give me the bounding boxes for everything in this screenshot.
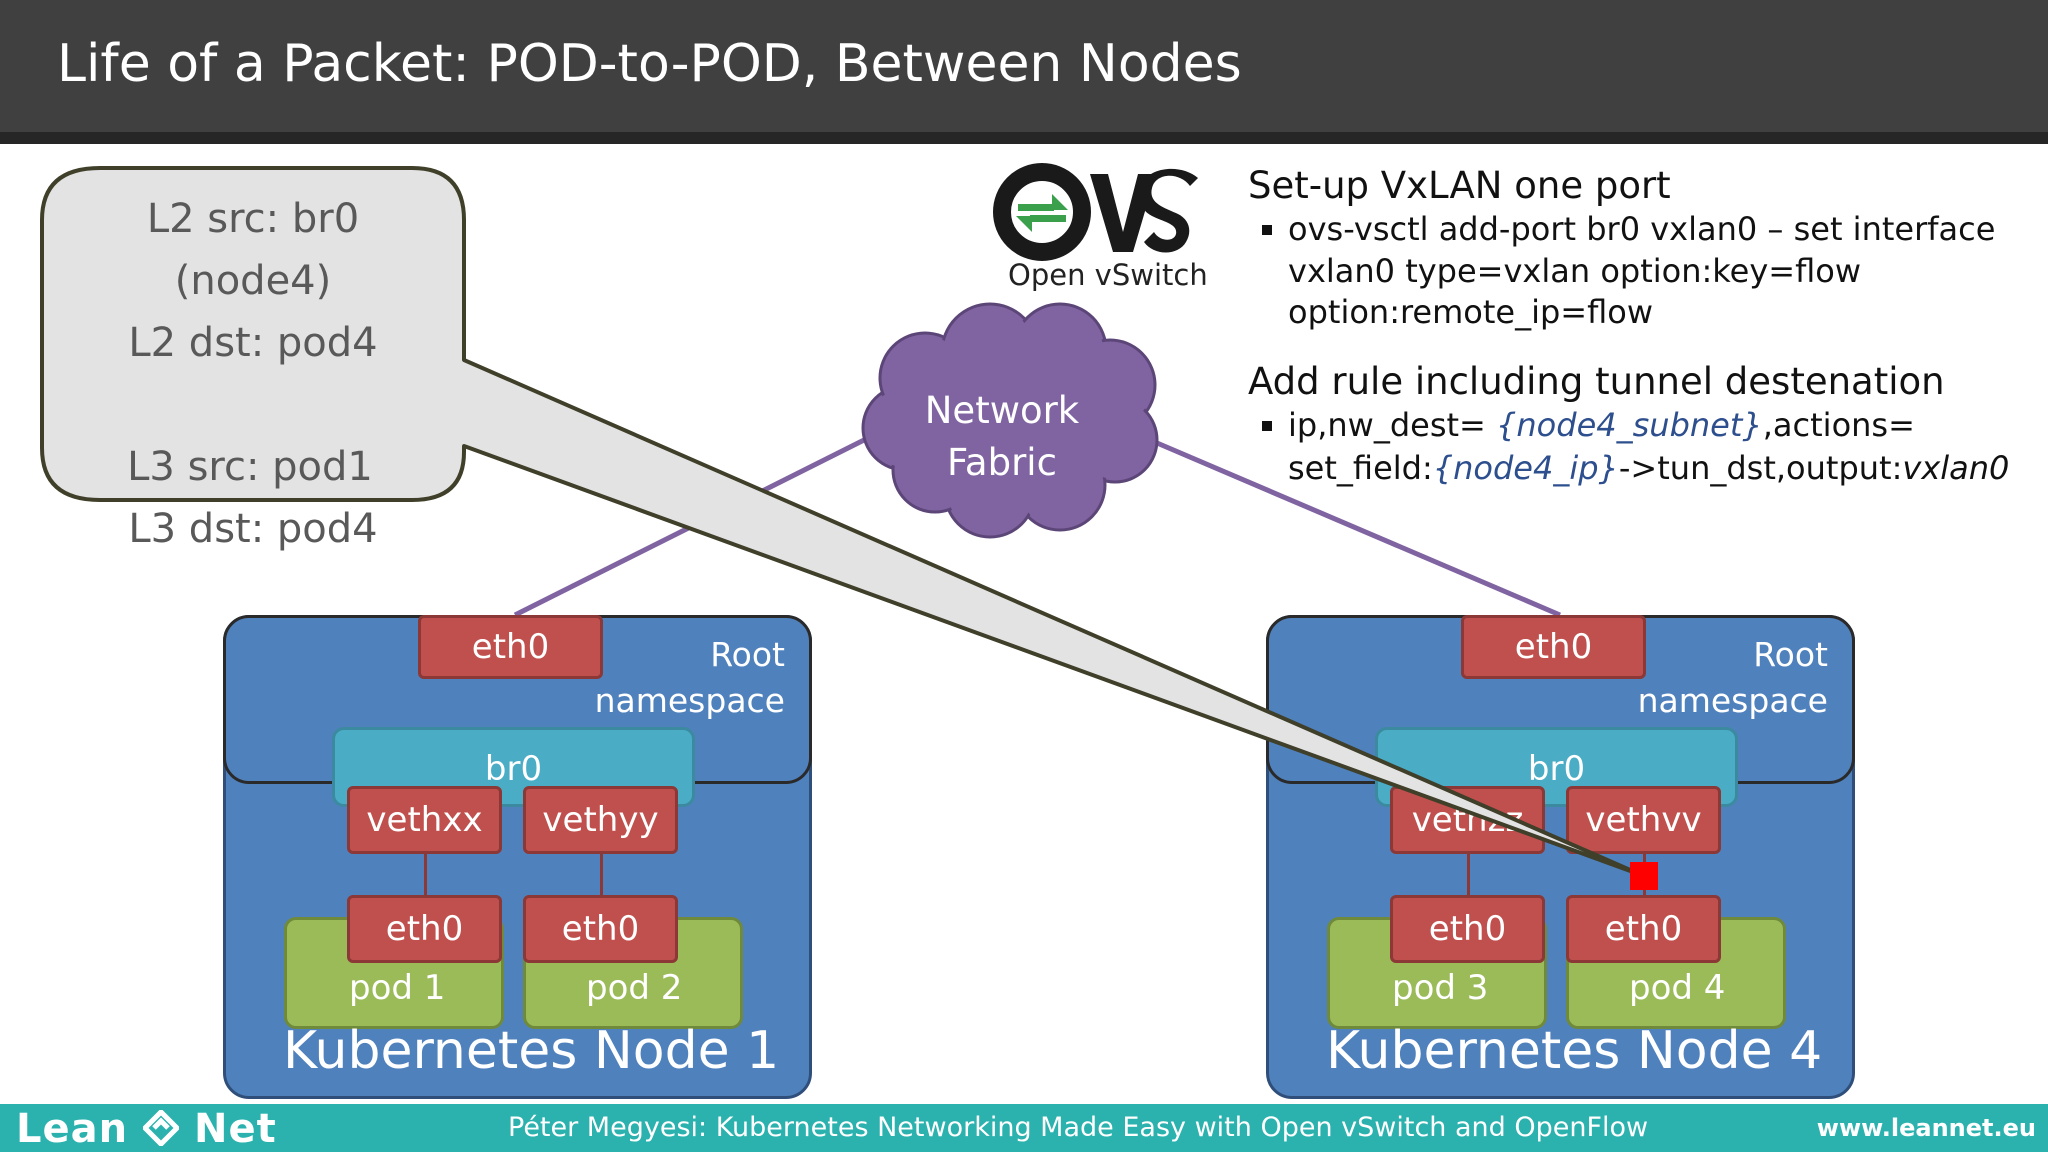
footer-url: www.leannet.eu [1816,1114,2036,1142]
network-fabric-line-1: Network [924,389,1080,432]
footer-caption: Péter Megyesi: Kubernetes Networking Mad… [508,1112,1649,1143]
rule-line-1-post: ,actions= [1762,406,1915,444]
node4-vethvv: vethvv [1566,786,1721,854]
node1-pod1-label: pod 1 [349,968,446,1008]
packet-marker [1630,862,1658,890]
leannet-logo-icon [143,1110,180,1146]
rule-line-2-pre: set_field: [1288,449,1433,487]
node1-vethxx: vethxx [347,786,502,854]
node4-veth-link-a [1467,850,1470,898]
node1-veth-link-b [600,850,603,898]
node4-namespace-label-1: Root [1753,635,1828,674]
leannet-logo: Lean Net [16,1106,277,1152]
node4-namespace-label-2: namespace [1637,681,1828,720]
callout-line-1: L2 src: br0 [146,196,360,242]
node4-pod3-eth0: eth0 [1390,895,1545,963]
node1-title: Kubernetes Node 1 [283,1021,780,1081]
node4-pod3-label: pod 3 [1392,968,1489,1008]
footer-bar: Lean Net Péter Megyesi: Kubernetes Netwo… [0,1104,2048,1152]
node1-eth0: eth0 [418,615,603,679]
node4-pod4-label: pod 4 [1629,968,1726,1008]
rule-line-1-pre: ip,nw_dest= [1288,406,1497,444]
rule-line-2: set_field:{node4_ip}->tun_dst,output:vxl… [1288,449,2009,487]
brand-lean: Lean [16,1106,129,1152]
node1-pod2-eth0: eth0 [523,895,678,963]
node1-namespace-label-1: Root [710,635,785,674]
link-node4-fabric [1149,437,1561,618]
setup-line-3: option:remote_ip=flow [1288,293,1654,331]
node4-pod4-eth0: eth0 [1566,895,1721,963]
node4-title: Kubernetes Node 4 [1326,1021,1823,1081]
callout-shape [40,166,1646,878]
title-bar: Life of a Packet: POD-to-POD, Between No… [0,0,2048,144]
node1-veth-link-a [424,850,427,898]
rule-line-2-var: {node4_ip} [1432,449,1619,487]
brand-net: Net [193,1106,277,1152]
setup-bullet [1262,225,1272,235]
callout-line-4: L3 src: pod1 [127,444,373,490]
setup-line-2: vxlan0 type=vxlan option:key=flow [1288,252,1862,290]
rule-line-1: ip,nw_dest= {node4_subnet},actions= [1288,406,1915,444]
node4-namespace-label: Root namespace [1603,632,1828,724]
node1-namespace-label: Root namespace [560,632,785,724]
setup-heading: Set-up VxLAN one port [1248,164,1671,207]
network-fabric-line-2: Fabric [947,441,1057,484]
node1-pod1-eth0: eth0 [347,895,502,963]
ovs-name: Open vSwitch [1008,258,1208,292]
network-fabric-label: Network Fabric [902,385,1102,489]
node1-pod2-label: pod 2 [586,968,683,1008]
rule-line-2-mid: ->tun_dst,output: [1618,449,1903,487]
callout-line-5: L3 dst: pod4 [128,506,378,552]
rule-bullet [1262,421,1272,431]
node1-vethyy: vethyy [523,786,678,854]
rule-heading: Add rule including tunnel destenation [1248,360,1945,403]
rule-line-2-italic: vxlan0 [1902,449,2010,487]
ovs-logo [993,163,1198,261]
callout-line-3: L2 dst: pod4 [128,320,378,366]
slide-title: Life of a Packet: POD-to-POD, Between No… [57,34,1242,94]
callout-line-2: (node4) [174,258,332,304]
node4-eth0: eth0 [1461,615,1646,679]
setup-line-1: ovs-vsctl add-port br0 vxlan0 – set inte… [1288,210,1996,248]
node1-namespace-label-2: namespace [594,681,785,720]
rule-line-1-var: {node4_subnet} [1496,406,1763,444]
